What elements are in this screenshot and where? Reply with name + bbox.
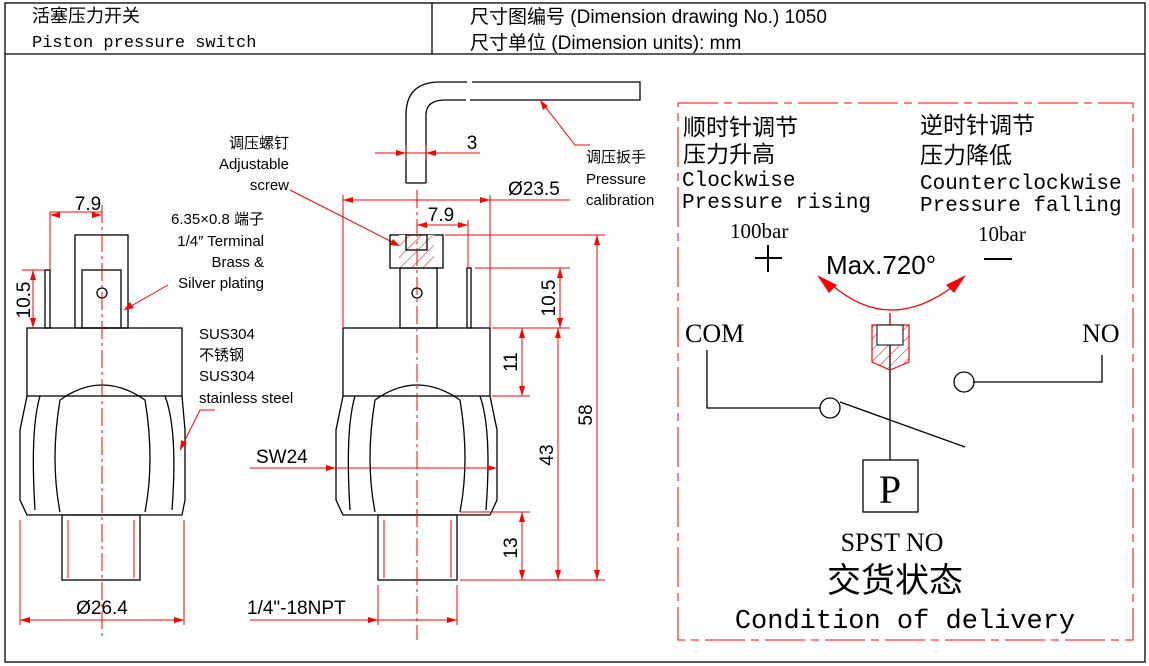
- dim-width-79: 7.9: [428, 205, 454, 226]
- svg-text:调压扳手: 调压扳手: [586, 149, 646, 166]
- svg-text:调压螺钉: 调压螺钉: [229, 135, 289, 152]
- svg-text:1/4″ Terminal: 1/4″ Terminal: [177, 233, 264, 250]
- min-pressure: 10bar: [978, 222, 1026, 246]
- left-dim-width: 7.9: [75, 194, 101, 215]
- title-block: 活塞压力开关 Piston pressure switch 尺寸图编号 (Dim…: [4, 2, 1146, 663]
- dim-terminal-105: 10.5: [539, 280, 560, 317]
- contact-type: SPST NO: [841, 528, 944, 557]
- cw-en-2: Pressure rising: [682, 192, 871, 215]
- svg-text:calibration: calibration: [586, 192, 654, 209]
- units: 尺寸单位 (Dimension units): mm: [470, 32, 741, 54]
- svg-text:不锈钢: 不锈钢: [199, 347, 244, 364]
- no-label: NO: [1082, 319, 1120, 348]
- cw-en-1: Clockwise: [682, 170, 795, 193]
- dim-wrench: 3: [467, 133, 478, 154]
- svg-text:screw: screw: [250, 177, 289, 194]
- delivery-cn: 交货状态: [827, 562, 963, 600]
- svg-text:Silver plating: Silver plating: [178, 275, 264, 292]
- terminal-note: 6.35×0.8 端子 1/4″ Terminal Brass & Silver…: [171, 211, 264, 292]
- com-label: COM: [685, 319, 744, 348]
- hex-label: SW24: [256, 447, 308, 468]
- dim-58: 58: [576, 404, 597, 425]
- left-dim-height: 10.5: [14, 282, 35, 319]
- ccw-cn-2: 压力降低: [920, 143, 1012, 168]
- svg-text:Pressure: Pressure: [586, 171, 646, 188]
- svg-text:SUS304: SUS304: [199, 368, 255, 385]
- drawing-no: 尺寸图编号 (Dimension drawing No.) 1050: [470, 6, 827, 28]
- left-view: 7.9 10.5 Ø26.4 6.35×0.8 端子 1/4″ Terminal…: [14, 135, 401, 640]
- rotation-label: Max.720°: [826, 250, 936, 280]
- ccw-en-2: Pressure falling: [920, 195, 1122, 218]
- thread-label: 1/4"-18NPT: [247, 598, 346, 619]
- svg-text:6.35×0.8 端子: 6.35×0.8 端子: [171, 211, 264, 228]
- no-contact: [953, 371, 975, 393]
- ccw-cn-1: 逆时针调节: [920, 113, 1035, 138]
- material-note: SUS304 不锈钢 SUS304 stainless steel: [199, 326, 293, 407]
- dim-body-11: 11: [501, 352, 522, 372]
- cw-cn-1: 顺时针调节: [683, 115, 798, 140]
- middle-view: 3 调压扳手 Pressure calibration Ø23.5 7.9 10…: [247, 81, 654, 640]
- delivery-en: Condition of delivery: [735, 607, 1075, 637]
- left-dim-diameter: Ø26.4: [76, 598, 128, 619]
- dim-43: 43: [537, 444, 558, 465]
- dim-thread-13: 13: [501, 537, 522, 558]
- dim-diameter-235: Ø23.5: [508, 179, 560, 200]
- p-label: P: [879, 467, 901, 512]
- screw-note: 调压螺钉 Adjustable screw: [219, 135, 289, 194]
- svg-text:stainless steel: stainless steel: [199, 390, 293, 407]
- title-en: Piston pressure switch: [32, 34, 256, 53]
- switch-schematic: 顺时针调节 压力升高 逆时针调节 压力降低 Clockwise Pressure…: [677, 102, 1134, 641]
- svg-text:Adjustable: Adjustable: [219, 156, 289, 173]
- com-contact: [819, 397, 841, 419]
- svg-text:Brass &: Brass &: [211, 254, 264, 271]
- cw-cn-2: 压力升高: [683, 142, 775, 167]
- max-pressure: 100bar: [730, 219, 788, 243]
- title-cn: 活塞压力开关: [32, 6, 140, 26]
- ccw-en-1: Counterclockwise: [920, 173, 1122, 196]
- wrench-note: 调压扳手 Pressure calibration: [586, 149, 654, 209]
- svg-text:SUS304: SUS304: [199, 326, 255, 343]
- plus-icon: [755, 245, 782, 272]
